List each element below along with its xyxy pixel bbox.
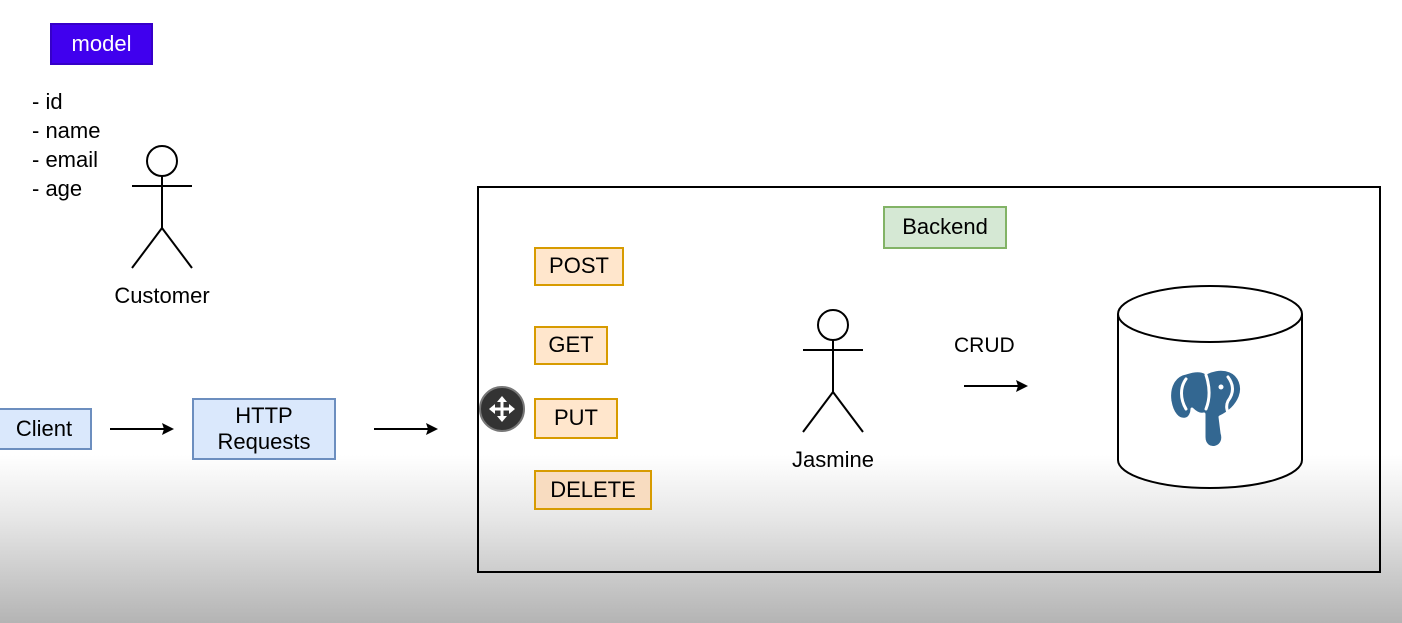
- backend-frame: [477, 186, 1381, 573]
- backend-title: Backend: [883, 206, 1007, 249]
- customer-label: Customer: [114, 283, 210, 308]
- method-get: GET: [534, 326, 608, 365]
- jasmine-label: Jasmine: [792, 447, 874, 472]
- arrow-icon: [964, 380, 1028, 392]
- arrow-icon: [110, 423, 174, 435]
- arrow-icon: [374, 423, 438, 435]
- move-arrows-icon: [489, 396, 515, 422]
- http-requests-box: HTTP Requests: [192, 398, 336, 460]
- model-field: - age: [32, 176, 83, 201]
- model-tag: model: [50, 23, 153, 65]
- client-box: Client: [0, 408, 92, 450]
- model-field: - id: [32, 89, 63, 114]
- method-post: POST: [534, 247, 624, 286]
- model-field: - name: [32, 118, 101, 143]
- http-label-line1: HTTP: [235, 402, 293, 428]
- customer-actor-icon: [131, 145, 193, 269]
- crud-label: CRUD: [954, 334, 1015, 357]
- jasmine-actor-icon: [802, 309, 864, 433]
- postgresql-elephant-icon: [1168, 367, 1244, 449]
- method-delete: DELETE: [534, 470, 652, 510]
- move-handle-icon[interactable]: [479, 386, 525, 432]
- http-label-line2: Requests: [217, 429, 311, 454]
- method-put: PUT: [534, 398, 618, 439]
- model-field: - email: [32, 147, 99, 172]
